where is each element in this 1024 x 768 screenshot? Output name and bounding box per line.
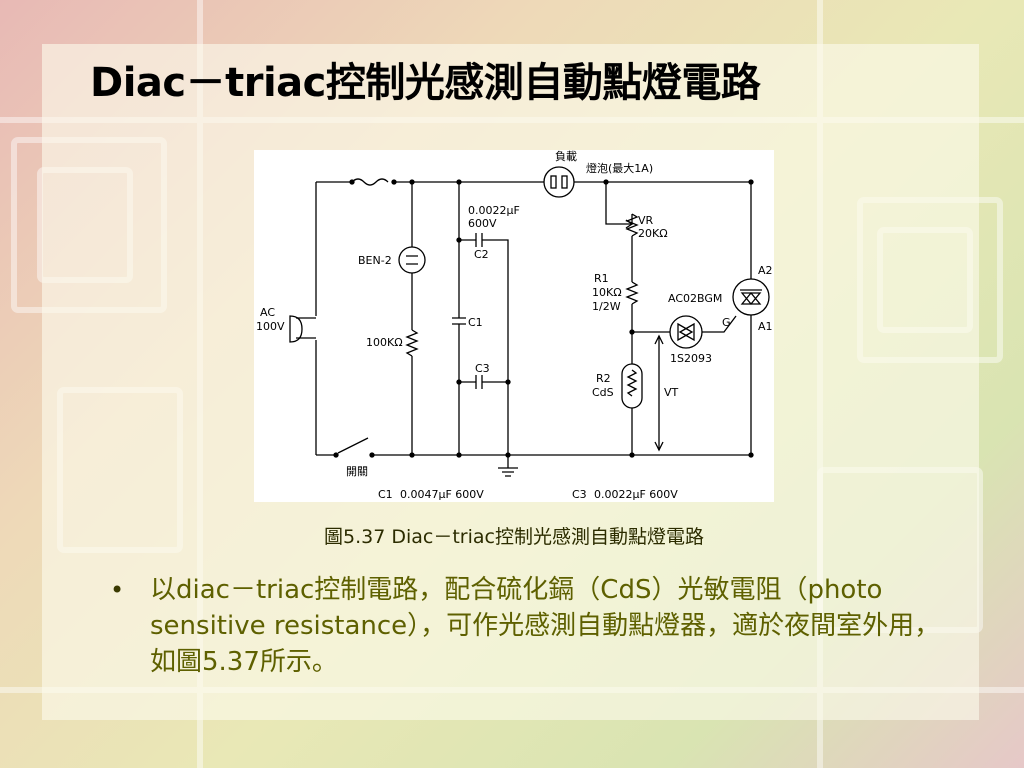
ac-plug	[289, 315, 303, 343]
r2-value: CdS	[592, 386, 614, 399]
r1-value: 10KΩ	[592, 286, 622, 299]
triac-part: AC02BGM	[668, 292, 722, 305]
resistor-100k	[405, 329, 419, 357]
diac-part: 1S2093	[670, 352, 712, 365]
bullet-text: 以diac－triac控制電路，配合硫化鎘（CdS）光敏電阻（photo sen…	[150, 575, 941, 677]
a1-label: A1	[758, 320, 773, 333]
slide-title: Diac－triac控制光感測自動點燈電路	[90, 60, 761, 106]
circuit-figure: 負載 燈泡(最大1A) 0.0022μF 600V C2 BEN-2 C1 C3…	[254, 150, 774, 502]
c3-name: C3	[475, 362, 490, 375]
bullet-marker: •	[110, 576, 125, 604]
vr-name: VR	[638, 214, 654, 227]
load-label: 負載	[555, 150, 577, 163]
c2-value: 0.0022μF	[468, 204, 520, 217]
ac-label: AC	[260, 306, 275, 319]
r2-name: R2	[596, 372, 611, 385]
r1-name: R1	[594, 272, 609, 285]
vr-value: 20KΩ	[638, 227, 668, 240]
switch-label: 開關	[346, 465, 368, 478]
figure-caption: 圖5.37 Diac－triac控制光感測自動點燈電路	[324, 526, 704, 548]
r1-power: 1/2W	[592, 300, 621, 313]
resistor-vr	[625, 213, 639, 237]
a2-label: A2	[758, 264, 773, 277]
lamp-label: 燈泡(最大1A)	[586, 161, 653, 175]
circuit-diagram: 負載 燈泡(最大1A) 0.0022μF 600V C2 BEN-2 C1 C3…	[256, 150, 773, 501]
c3-spec-name: C3	[572, 488, 587, 501]
resistor-100k-label: 100KΩ	[366, 336, 403, 349]
c3-spec-value: 0.0022μF 600V	[594, 488, 678, 501]
g-label: G	[722, 316, 731, 329]
ac-voltage: 100V	[256, 320, 285, 333]
c1-name: C1	[468, 316, 483, 329]
switch	[337, 437, 369, 454]
vt-label: VT	[664, 386, 679, 399]
c2-voltage: 600V	[468, 217, 497, 230]
lamp-socket	[543, 166, 575, 198]
fuse	[351, 178, 389, 186]
c1-spec-value: 0.0047μF 600V	[400, 488, 484, 501]
c2-name: C2	[474, 248, 489, 261]
c1-spec-name: C1	[378, 488, 393, 501]
ben-label: BEN-2	[358, 254, 392, 267]
